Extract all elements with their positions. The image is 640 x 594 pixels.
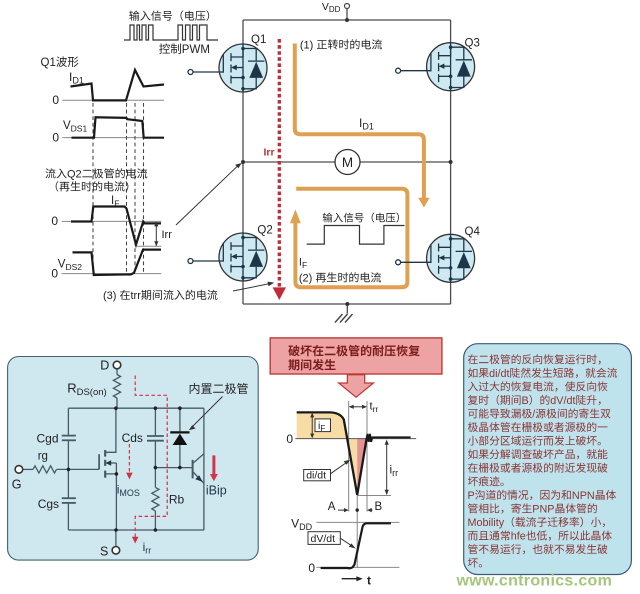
svg-text:Cgd: Cgd bbox=[37, 432, 59, 446]
svg-text:di/dt: di/dt bbox=[489, 368, 509, 380]
svg-text:B: B bbox=[375, 501, 383, 513]
svg-text:dV/dt: dV/dt bbox=[550, 395, 575, 407]
svg-text:dV/dt: dV/dt bbox=[311, 533, 336, 545]
svg-text:ID1: ID1 bbox=[69, 70, 84, 86]
svg-text:VDD: VDD bbox=[322, 1, 341, 14]
svg-text:P: P bbox=[468, 490, 475, 502]
svg-text:di/dt: di/dt bbox=[306, 470, 326, 482]
svg-text:(3): (3) bbox=[103, 290, 116, 302]
svg-text:VDS1: VDS1 bbox=[63, 120, 87, 134]
svg-text:t: t bbox=[367, 574, 371, 588]
svg-text:IF: IF bbox=[299, 257, 307, 271]
svg-text:0: 0 bbox=[308, 561, 315, 575]
svg-text:Q2: Q2 bbox=[257, 225, 272, 237]
svg-text:0: 0 bbox=[286, 432, 293, 446]
svg-text:A: A bbox=[328, 501, 336, 513]
svg-text:Q1: Q1 bbox=[251, 34, 266, 46]
svg-text:Irr: Irr bbox=[162, 229, 173, 241]
svg-text:D: D bbox=[100, 358, 109, 372]
svg-text:S: S bbox=[100, 545, 108, 559]
svg-text:Q1: Q1 bbox=[41, 57, 56, 69]
svg-text:irr: irr bbox=[143, 540, 152, 556]
svg-text:M: M bbox=[342, 155, 353, 170]
svg-text:0: 0 bbox=[51, 266, 58, 280]
svg-text:Rb: Rb bbox=[169, 493, 185, 507]
svg-text:trr: trr bbox=[370, 401, 379, 415]
svg-text:Q2: Q2 bbox=[67, 169, 82, 181]
svg-text:VDS2: VDS2 bbox=[58, 259, 82, 273]
svg-text:/: / bbox=[532, 409, 535, 421]
svg-text:rg: rg bbox=[38, 450, 48, 462]
svg-text:iF: iF bbox=[318, 420, 325, 433]
svg-text:Irr: Irr bbox=[264, 147, 275, 159]
svg-text:hfe: hfe bbox=[511, 531, 526, 543]
svg-text:irr: irr bbox=[390, 463, 399, 479]
svg-text:Q4: Q4 bbox=[465, 226, 481, 238]
svg-text:0: 0 bbox=[52, 131, 59, 145]
svg-text:iBip: iBip bbox=[206, 484, 227, 498]
svg-text:PWM: PWM bbox=[182, 44, 210, 56]
svg-text:IF: IF bbox=[111, 195, 119, 209]
svg-text:VDD: VDD bbox=[291, 516, 313, 532]
svg-text:Cds: Cds bbox=[122, 431, 143, 445]
svg-text:(2): (2) bbox=[299, 273, 312, 285]
svg-text:ID1: ID1 bbox=[359, 116, 374, 132]
svg-text:Mobility: Mobility bbox=[468, 517, 505, 529]
svg-text:0: 0 bbox=[52, 93, 59, 107]
svg-text:www.cntronics.com: www.cntronics.com bbox=[456, 573, 613, 590]
svg-text:B: B bbox=[522, 395, 529, 407]
svg-text:G: G bbox=[12, 478, 22, 492]
svg-text:NPN: NPN bbox=[572, 490, 595, 502]
svg-text:0: 0 bbox=[51, 214, 58, 228]
svg-text:PNP: PNP bbox=[532, 503, 554, 515]
svg-text:Cgs: Cgs bbox=[38, 497, 59, 511]
svg-text:(1): (1) bbox=[300, 40, 313, 52]
svg-text:trr: trr bbox=[131, 290, 142, 302]
svg-text:Q3: Q3 bbox=[465, 38, 480, 50]
